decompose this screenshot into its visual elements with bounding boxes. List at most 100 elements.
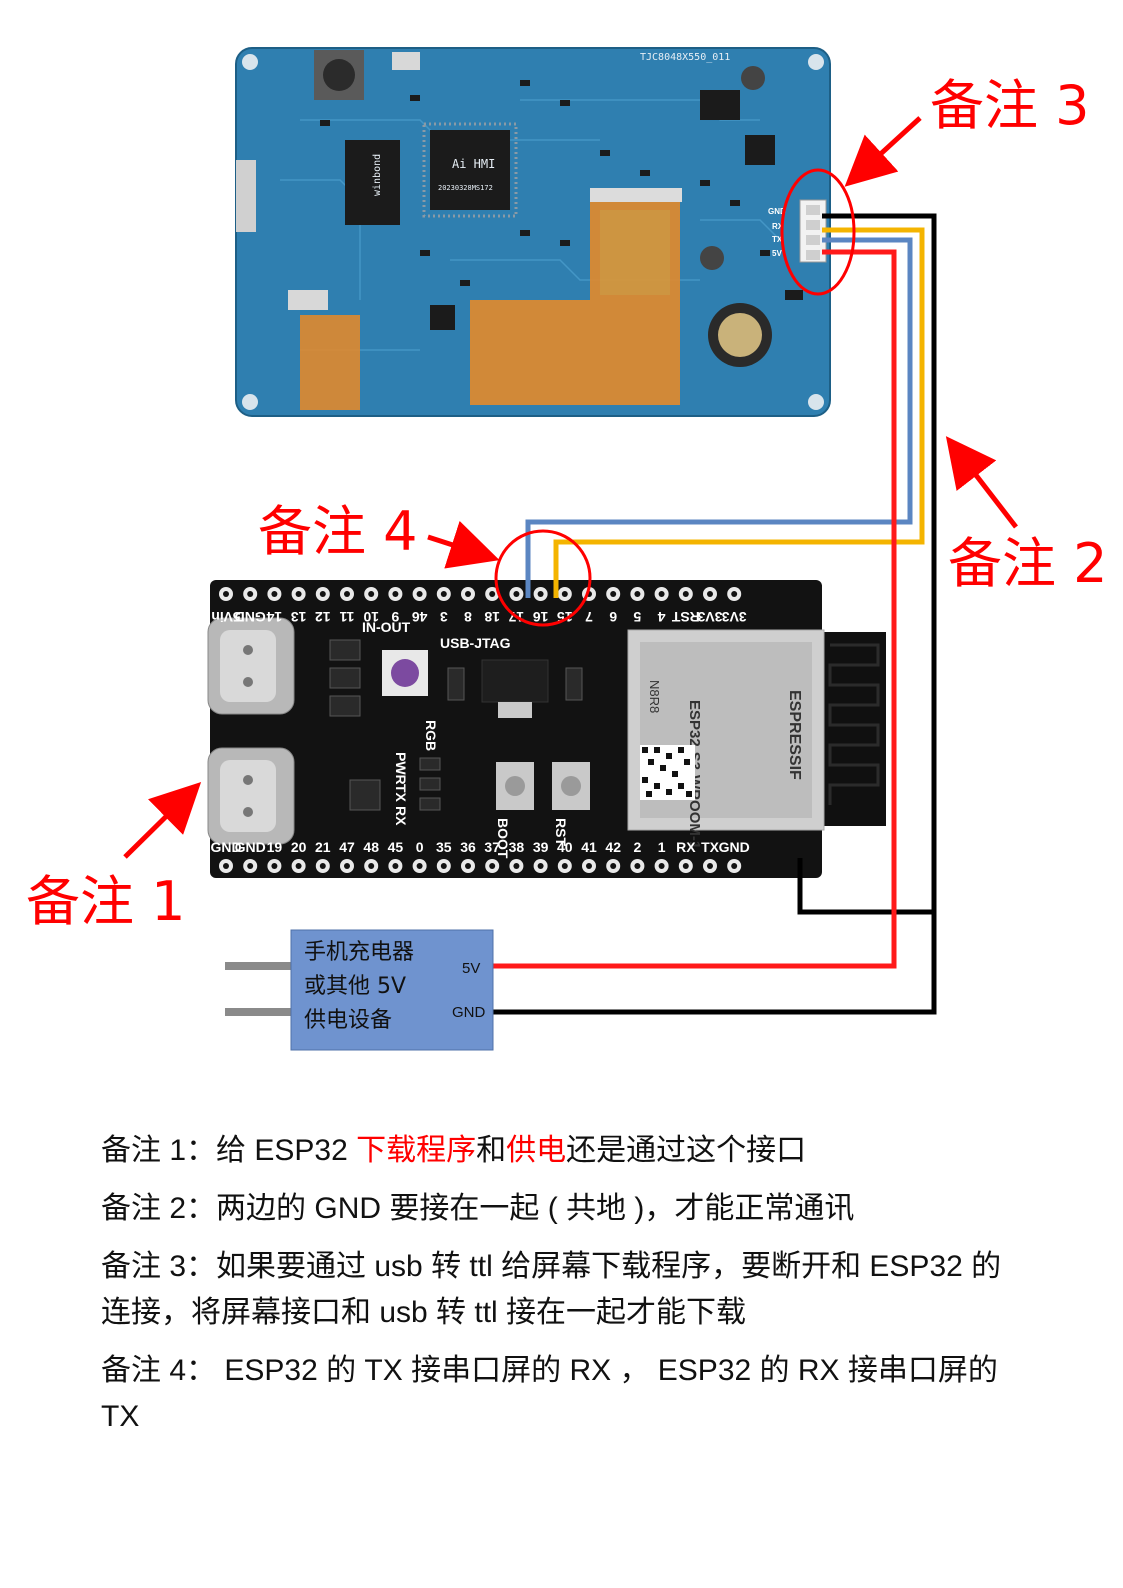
header-pin-hole	[465, 591, 471, 597]
main-chip: Ai HMI 20230328MS172	[422, 122, 518, 218]
header-pin-label: 20	[291, 839, 307, 855]
header-pin-label: 19	[267, 839, 283, 855]
header-pin-hole	[561, 863, 568, 869]
note-text: 还是通过这个接口	[566, 1134, 807, 1167]
callout-3: 备注 3	[930, 74, 1090, 137]
header-pin-hole	[586, 863, 592, 869]
usb-c-port-bottom	[207, 747, 295, 845]
header-pin-label: 1	[658, 839, 666, 855]
psu-gnd-label: GND	[452, 1004, 486, 1021]
rx-tx-wire-blue	[525, 237, 913, 598]
header-pin-hole	[513, 591, 520, 597]
svg-text:RX: RX	[393, 806, 409, 826]
wiring-diagram: winbond Ai HMI 20230328MS172 TJC8048X550…	[26, 47, 1108, 1051]
gnd-wire	[493, 213, 937, 1015]
header-pin-label: 3	[440, 609, 448, 625]
header-pin-label: 45	[388, 839, 404, 855]
note-highlight: 供电	[506, 1134, 567, 1167]
header-pin-label: 3V3	[697, 609, 722, 625]
header-pin-hole	[344, 863, 350, 869]
header-pin-hole	[344, 591, 350, 597]
header-pin-label: 5Vin	[211, 609, 240, 625]
esp32-board: ESP32-S3-WROOM-1 ESPRESSIF N8R8	[207, 580, 886, 878]
flash-chip: winbond	[345, 140, 400, 225]
header-pin-hole	[368, 591, 375, 597]
header-pin-label: 5	[633, 609, 641, 625]
gnd-wire-esp	[797, 858, 934, 915]
power-supply-label: 手机充电器 或其他 5V 供电设备	[304, 936, 414, 1038]
header-pin-label: TX	[701, 839, 720, 855]
svg-text:ESPRESSIF: ESPRESSIF	[786, 690, 803, 780]
header-pin-hole	[440, 591, 447, 597]
header-pin-label: 14	[266, 609, 282, 625]
header-pin-label: RX	[676, 839, 696, 855]
header-pin-label: 40	[557, 839, 573, 855]
note-text: 给 ESP32	[216, 1134, 357, 1167]
header-pin-label: 0	[416, 839, 424, 855]
note-2: 备注 2：两边的 GND 要接在一起 ( 共地 )，才能正常通讯	[101, 1186, 1031, 1232]
note-text: 如果要通过 usb 转 ttl 给屏幕下载程序，要断开和 ESP32 的连接，将…	[101, 1250, 1002, 1329]
header-pin-label: GND	[235, 839, 266, 855]
wires	[493, 213, 937, 1015]
callout-4: 备注 4	[258, 500, 418, 563]
header-pin-label: 2	[634, 839, 642, 855]
header-pin-hole	[416, 863, 423, 869]
header-pin-label: RST	[671, 609, 699, 625]
note-text: ESP32 的 TX 接串口屏的 RX ， ESP32 的 RX 接串口屏的 T…	[101, 1354, 998, 1433]
note-highlight: 下载程序	[356, 1134, 477, 1167]
display-board: winbond Ai HMI 20230328MS172 TJC8048X550…	[235, 47, 831, 417]
callout-circles	[494, 168, 856, 627]
header-pin-label: 18	[484, 609, 500, 625]
header-pin-label: GND	[210, 839, 241, 855]
note-label: 备注 4：	[101, 1354, 217, 1387]
header-pin-label: 21	[315, 839, 331, 855]
header-pin-label: 11	[339, 609, 354, 625]
note-label: 备注 2：	[101, 1192, 217, 1225]
rst-button	[552, 762, 590, 810]
header-pin-label: 47	[339, 839, 355, 855]
note-text: 和	[476, 1134, 507, 1167]
psu-5v-label: 5V	[462, 960, 481, 977]
psu-line-1: 手机充电器	[304, 940, 415, 965]
header-pin-hole	[731, 863, 738, 869]
header-pin-label: 6	[609, 609, 617, 625]
header-pin-label: 12	[315, 609, 331, 625]
header-pin-label: GND	[235, 609, 266, 625]
header-pin-hole	[537, 591, 544, 597]
psu-line-2: 或其他 5V	[304, 974, 407, 999]
esp32-s3-module: ESP32-S3-WROOM-1 ESPRESSIF N8R8	[627, 629, 825, 849]
header-pin-hole	[513, 863, 520, 869]
5v-wire	[493, 249, 897, 969]
header-pin-label: 38	[509, 839, 525, 855]
note-3: 备注 3：如果要通过 usb 转 ttl 给屏幕下载程序，要断开和 ESP32 …	[101, 1244, 1031, 1336]
header-pin-label: 36	[460, 839, 476, 855]
header-pin-hole	[465, 863, 471, 869]
psu-line-3: 供电设备	[304, 1008, 393, 1033]
svg-text:GND: GND	[768, 207, 786, 216]
header-pin-label: 37	[484, 839, 500, 855]
header-pin-hole	[223, 863, 229, 869]
header-pin-hole	[634, 863, 641, 869]
header-pin-label: 46	[412, 609, 428, 625]
svg-text:N8R8: N8R8	[647, 680, 662, 713]
boot-button	[496, 762, 534, 810]
svg-text:TX: TX	[772, 235, 783, 244]
header-pin-hole	[682, 591, 689, 597]
header-pin-hole	[247, 591, 254, 597]
svg-text:TX: TX	[393, 784, 409, 803]
header-pin-hole	[658, 863, 665, 869]
header-pin-hole	[682, 863, 689, 869]
callout-arrows	[123, 116, 1018, 859]
header-pin-hole	[368, 863, 375, 869]
svg-text:PWR: PWR	[393, 752, 409, 785]
header-pin-hole	[561, 591, 568, 597]
header-pin-label: GND	[719, 839, 750, 855]
svg-text:BOOT: BOOT	[495, 818, 511, 859]
note-4: 备注 4： ESP32 的 TX 接串口屏的 RX ， ESP32 的 RX 接…	[101, 1348, 1031, 1440]
svg-text:5V: 5V	[772, 249, 782, 258]
header-pin-label: 8	[464, 609, 472, 625]
header-pin-label: 48	[363, 839, 379, 855]
header-pin-label: 16	[533, 609, 549, 625]
header-pin-label: 4	[657, 609, 665, 625]
